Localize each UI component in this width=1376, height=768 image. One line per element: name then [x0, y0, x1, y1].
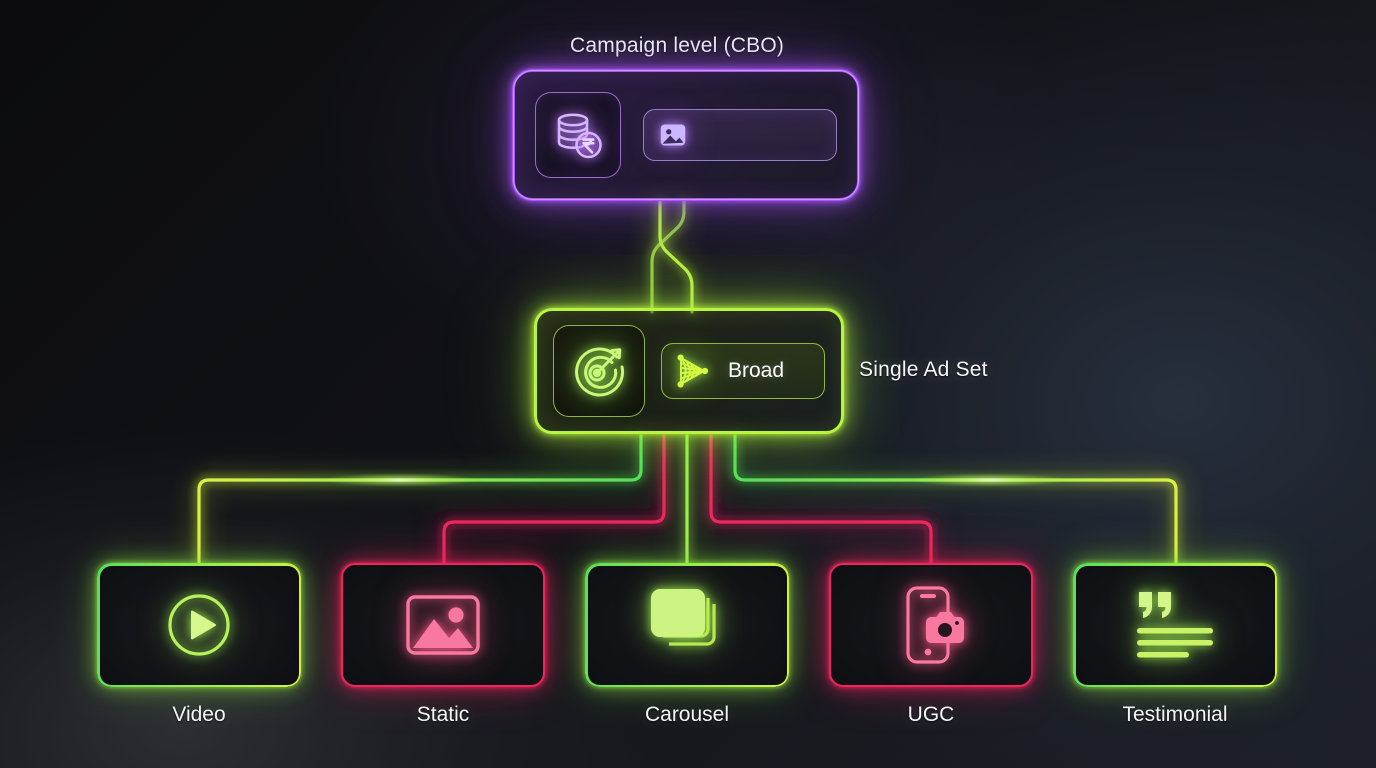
creative-card-ugc[interactable]	[829, 563, 1033, 687]
ad-set-box[interactable]: Broad	[534, 308, 844, 434]
image-placeholder-icon	[660, 124, 686, 146]
creative-label-video: Video	[172, 703, 226, 726]
creative-label-testimonial: Testimonial	[1122, 703, 1228, 726]
campaign-budget-tile[interactable]	[535, 92, 621, 178]
campaign-level-title: Campaign level (CBO)	[570, 34, 785, 57]
quote-lines-icon	[1137, 592, 1213, 658]
creative-label-static: Static	[416, 703, 470, 726]
ad-set-audience-pill[interactable]: Broad	[661, 343, 825, 399]
creative-label-ugc: UGC	[907, 703, 955, 726]
creative-card-carousel[interactable]	[585, 563, 789, 687]
campaign-media-field[interactable]	[643, 109, 837, 161]
phone-camera-icon	[906, 586, 964, 664]
creative-card-static[interactable]	[341, 563, 545, 687]
campaign-level-box[interactable]	[512, 69, 860, 201]
creative-card-testimonial[interactable]	[1073, 563, 1277, 687]
stacked-cards-icon	[651, 589, 716, 646]
target-arrow-icon	[575, 347, 625, 397]
net-funnel-icon	[677, 354, 709, 388]
ad-set-audience-label: Broad	[728, 359, 785, 382]
coin-stack-rupee-icon	[557, 113, 602, 159]
creative-card-video[interactable]	[97, 563, 301, 687]
ad-set-objective-tile[interactable]	[553, 325, 645, 417]
single-ad-set-title: Single Ad Set	[859, 358, 988, 381]
image-icon	[406, 595, 480, 655]
creative-label-carousel: Carousel	[644, 703, 730, 726]
play-circle-icon	[168, 594, 230, 656]
